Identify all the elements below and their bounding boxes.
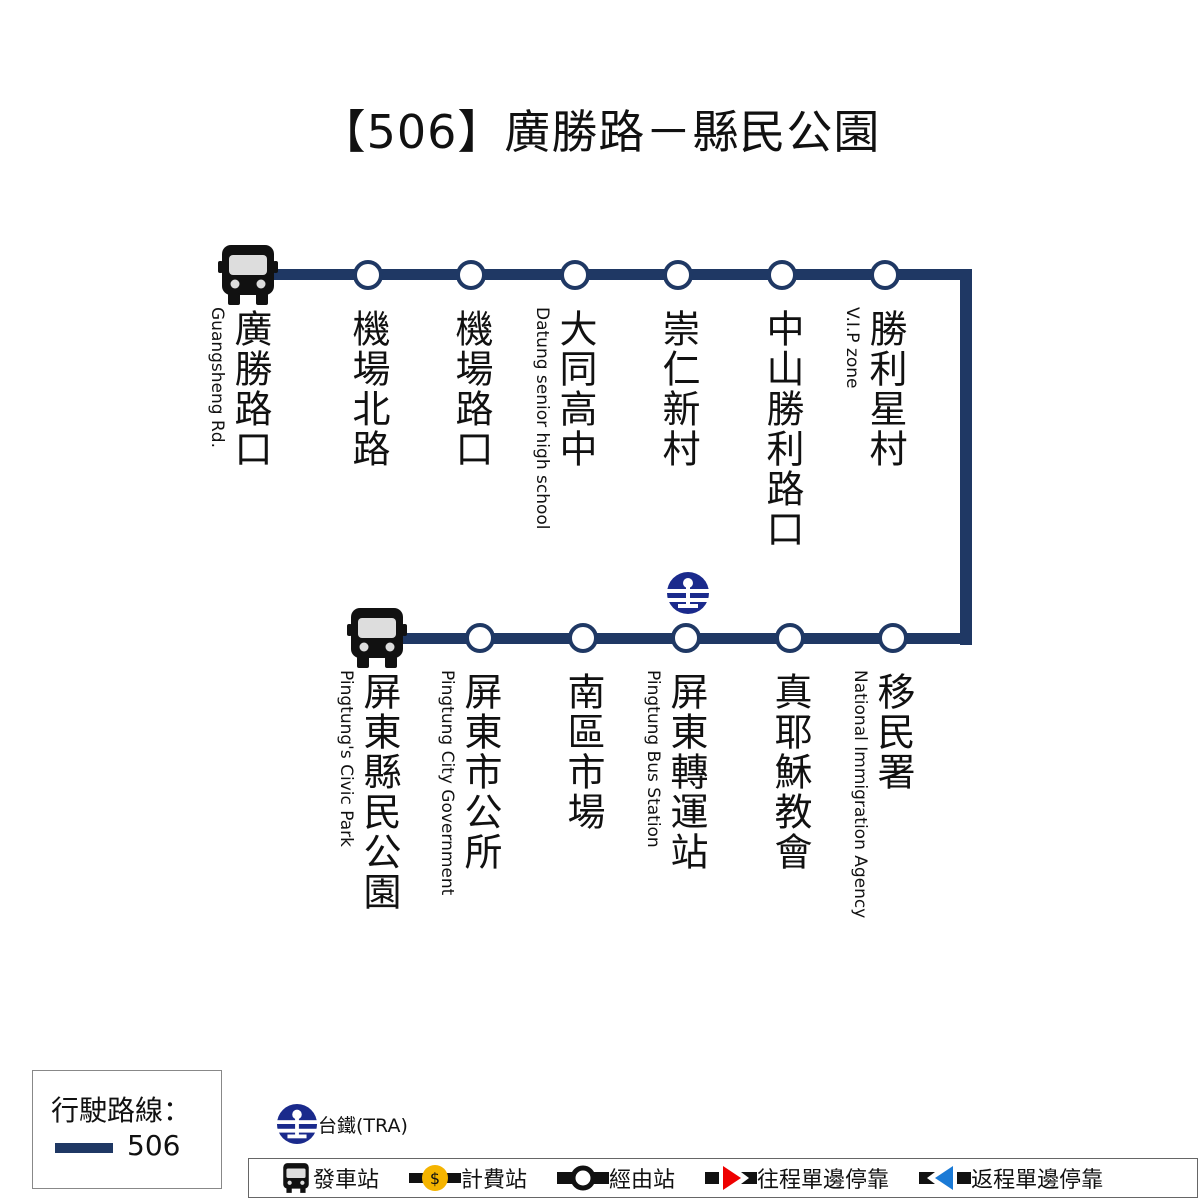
station-name-zh: 機場路口 — [449, 309, 493, 469]
stop-marker — [465, 623, 495, 653]
station-name-zh: 屏東縣民公園 — [357, 672, 401, 912]
stop-marker — [870, 260, 900, 290]
station-name-en: Guangsheng Rd. — [207, 307, 227, 448]
station-name-zh: 廣勝路口 — [228, 309, 272, 469]
tra-legend-label: 台鐵(TRA) — [318, 1114, 408, 1137]
station-name-zh: 勝利星村 — [863, 309, 907, 469]
route-line-right — [960, 269, 972, 645]
stop-marker — [568, 623, 598, 653]
route-line-top — [250, 269, 972, 280]
route-legend-swatch — [55, 1143, 113, 1153]
via-stop-icon — [557, 1165, 610, 1191]
legend-fare: $ 計費站 — [409, 1162, 527, 1194]
tra-legend: 台鐵(TRA) — [276, 1103, 408, 1145]
station-name-zh: 屏東市公所 — [458, 672, 502, 872]
stop-marker — [456, 260, 486, 290]
station-name-en: Pingtung City Government — [437, 670, 457, 896]
station-name-en: V.I.P zone — [842, 307, 862, 389]
station-name-en: Pingtung Bus Station — [643, 670, 663, 848]
fare-stop-icon: $ — [409, 1165, 462, 1191]
stop-marker — [663, 260, 693, 290]
legend-via: 經由站 — [557, 1162, 675, 1194]
legend-outbound-label: 往程單邊停靠 — [757, 1168, 890, 1193]
station-name-zh: 移民署 — [871, 672, 915, 792]
route-legend-label: 行駛路線： — [51, 1094, 192, 1127]
station-name-en: National Immigration Agency — [850, 670, 870, 919]
legend-fare-label: 計費站 — [461, 1168, 528, 1193]
page-title: 【506】廣勝路－縣民公園 — [319, 105, 881, 159]
return-arrow-icon — [919, 1166, 972, 1190]
station-name-zh: 南區市場 — [561, 672, 605, 832]
route-legend: 行駛路線： 506 — [32, 1070, 222, 1189]
bus-terminal-icon — [345, 606, 409, 674]
station-name-zh: 屏東轉運站 — [664, 672, 708, 872]
legend-return-label: 返程單邊停靠 — [971, 1168, 1104, 1193]
bus-icon — [283, 1163, 309, 1193]
stop-marker — [560, 260, 590, 290]
outbound-arrow-icon — [705, 1166, 758, 1190]
station-name-en: Datung senior high school — [532, 307, 552, 530]
symbol-legend: 發車站 $ 計費站 經由站 往程單邊停靠 返程單邊停靠 — [248, 1158, 1198, 1198]
svg-text:$: $ — [430, 1169, 440, 1188]
stop-marker — [878, 623, 908, 653]
legend-terminal-label: 發車站 — [313, 1168, 380, 1193]
legend-via-label: 經由站 — [609, 1168, 676, 1193]
stop-marker — [671, 623, 701, 653]
station-name-zh: 大同高中 — [553, 309, 597, 469]
tra-icon — [276, 1103, 318, 1145]
bus-terminal-icon — [216, 243, 280, 311]
station-name-zh: 機場北路 — [346, 309, 390, 469]
station-name-zh: 真耶穌教會 — [768, 672, 812, 872]
station-name-zh: 中山勝利路口 — [760, 309, 804, 549]
tra-icon — [667, 572, 709, 614]
route-legend-number: 506 — [127, 1129, 181, 1162]
stop-marker — [353, 260, 383, 290]
stop-marker — [775, 623, 805, 653]
legend-outbound: 往程單邊停靠 — [705, 1162, 889, 1194]
legend-return: 返程單邊停靠 — [919, 1162, 1103, 1194]
station-name-zh: 崇仁新村 — [656, 309, 700, 469]
stop-marker — [767, 260, 797, 290]
legend-terminal: 發車站 — [279, 1161, 379, 1195]
station-name-en: Pingtung's Civic Park — [336, 670, 356, 847]
